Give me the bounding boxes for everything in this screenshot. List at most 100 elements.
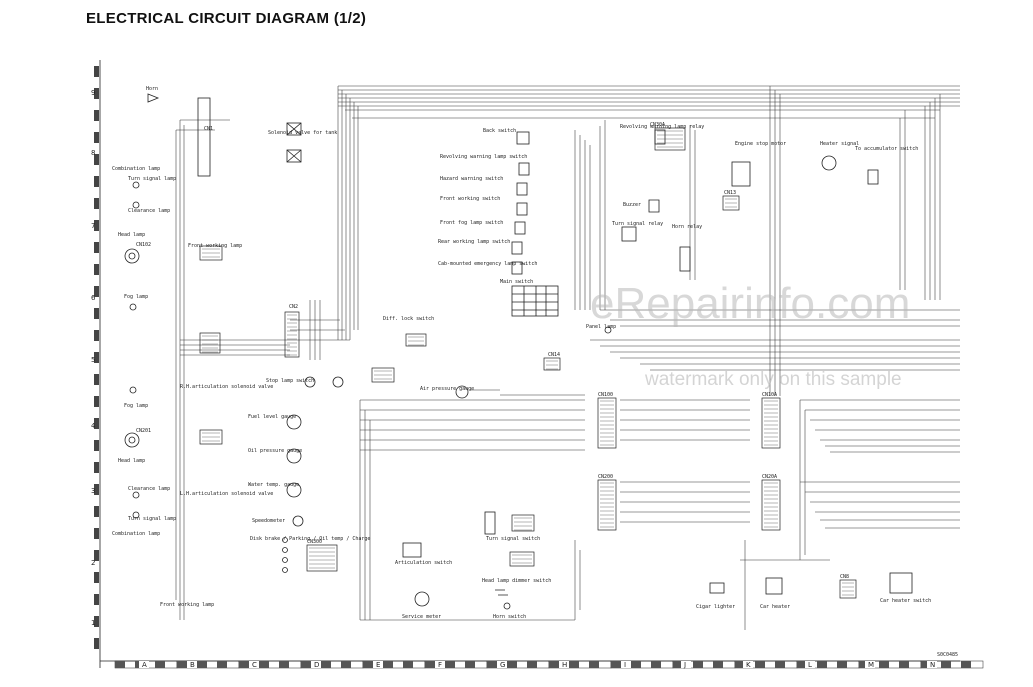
connector [839,579,857,599]
connector-label: CN10A [762,392,777,398]
fog-lamp-bottom-label: Fog lamp [124,403,148,409]
stop-lamp-switch-label: Stop lamp switch [266,378,314,384]
row-label: 5 [91,356,95,364]
connector-label: CN14 [548,352,560,358]
cigar-lighter-label: Cigar lighter [696,604,735,610]
revolving-warning-relay-label: Revolving warning lamp relay [620,124,704,130]
column-label: M [868,661,874,669]
page-title: ELECTRICAL CIRCUIT DIAGRAM (1/2) [86,10,367,27]
connector [511,514,535,532]
head-lamp-dimmer-label: Head lamp dimmer switch [482,578,551,584]
car-heater-label: Car heater [760,604,790,610]
connector [405,333,427,347]
row-label: 1 [91,619,95,627]
turn-signal-lamp-top-label: Turn signal lamp [128,176,176,182]
column-label: I [624,661,626,669]
row-label: 9 [91,89,95,97]
panel-lamp-label: Panel lamp [586,324,616,330]
connector [543,357,561,371]
head-lamp-top-label: Head lamp [118,232,145,238]
connector-label: CN8 [840,574,849,580]
lh-articulation-label: L.H.articulation solenoid valve [180,491,273,497]
row-label: 6 [91,294,96,302]
fog-lamp-top-label: Fog lamp [124,294,148,300]
turn-signal-lamp-bottom-label: Turn signal lamp [128,516,176,522]
clearance-lamp-bottom-label: Clearance lamp [128,486,170,492]
to-accumulator-label: To accumulator switch [855,146,918,152]
connector [284,311,300,358]
row-label: 3 [91,487,95,495]
clearance-lamp-top-label: Clearance lamp [128,208,170,214]
front-working-lamp-bottom-label: Front working lamp [160,602,214,608]
rear-working-switch-label: Rear working lamp switch [438,239,510,245]
back-switch-label: Back switch [483,128,516,134]
column-label: N [930,661,935,669]
head-lamp-bottom-label: Head lamp [118,458,145,464]
column-label: F [438,661,442,669]
combination-lamp-top-label: Combination lamp [112,166,160,172]
connector [722,195,740,211]
articulation-switch-label: Articulation switch [395,560,452,566]
component-symbols [124,93,913,610]
column-label: B [190,661,195,669]
fuel-level-gauge-label: Fuel level gauge [248,414,296,420]
column-label: C [252,661,257,669]
connector [199,245,223,261]
hazard-warning-switch-label: Hazard warning switch [440,176,503,182]
connector-label: CN200 [598,474,613,480]
watermark-sub: watermark only on this sample [644,369,902,390]
combination-lamp-bottom-label: Combination lamp [112,531,160,537]
watermark-main: eRepairinfo.com [590,279,910,328]
column-label: H [562,661,567,669]
turn-signal-switch-label: Turn signal switch [486,536,540,542]
column-label: J [683,661,686,669]
main-switch-label: Main switch [500,279,533,285]
front-working-switch-label: Front working switch [440,196,500,202]
connector [761,397,781,449]
row-label: 8 [91,149,95,157]
connector-label: CN102 [136,242,151,248]
front-fog-switch-label: Front fog lamp switch [440,220,503,226]
connector [306,544,338,572]
connector-label: CN300 [307,539,322,545]
connector-label: CN100 [598,392,613,398]
column-label: K [746,661,751,669]
horn-relay-label: Horn relay [672,224,702,230]
column-label: E [376,661,380,669]
service-meter-label: Service meter [402,614,441,620]
connector-label: CN13 [724,190,736,196]
oil-pressure-gauge-label: Oil pressure gauge [248,448,302,454]
revolving-warning-switch-label: Revolving warning lamp switch [440,154,527,160]
row-label: 2 [91,559,95,567]
connector [761,479,781,531]
solenoid-valve-label: Solenoid valve for tank [268,130,337,136]
cab-emergency-switch-label: Cab-mounted emergency lamp switch [438,261,537,267]
connector [597,479,617,531]
connector [199,429,223,445]
row-label: 4 [91,422,96,430]
turn-signal-relay-label: Turn signal relay [612,221,663,227]
connector-label: CN30A [650,122,665,128]
connectors [199,127,857,599]
connector [509,551,535,567]
horn-label: Horn [146,86,158,92]
speedometer-label: Speedometer [252,518,285,524]
connector [199,332,221,354]
connector-label: CN201 [136,428,151,434]
doc-code: S0C0485 [937,652,958,658]
connector [371,367,395,383]
connector-label: CN2 [289,304,298,310]
rh-articulation-label: R.H.articulation solenoid valve [180,384,273,390]
air-pressure-gauge-label: Air pressure gauge [420,386,474,392]
column-label: L [808,661,812,669]
buzzer-label: Buzzer [623,202,641,208]
car-heater-switch-label: Car heater switch [880,598,931,604]
connector [597,397,617,449]
heater-signal-label: Heater signal [820,141,859,147]
water-temp-gauge-label: Water temp. gauge [248,482,299,488]
column-label: D [314,661,319,669]
